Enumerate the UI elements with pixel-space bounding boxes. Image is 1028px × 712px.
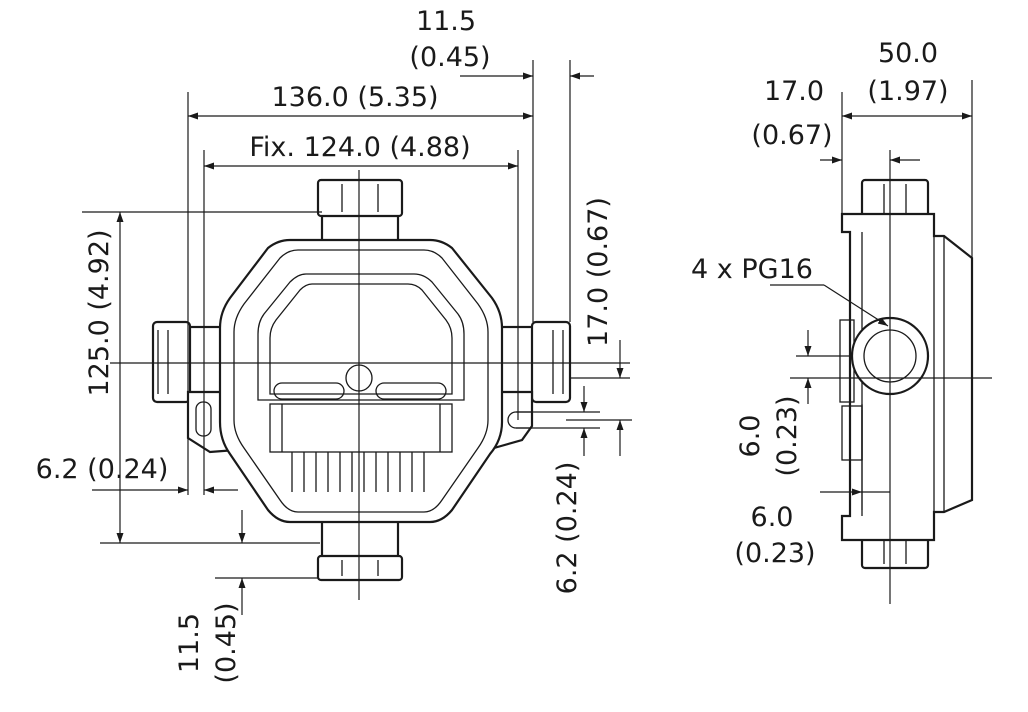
side-top-gland — [860, 178, 930, 218]
terminal-pins — [291, 452, 425, 492]
terminal-block — [269, 403, 453, 453]
dim-top-offset-value: 11.5 — [416, 6, 476, 37]
side-extension-lines — [796, 80, 973, 510]
dim-vertical-value: 6.0 — [735, 415, 766, 458]
front-view: 11.5 (0.45) 136.0 (5.35) Fix. 124.0 (4.8… — [36, 6, 632, 684]
dim-right-offset: 17.0 (0.67) — [583, 197, 614, 347]
gland-leader — [770, 284, 889, 327]
dim-fixing-width: Fix. 124.0 (4.88) — [249, 132, 470, 163]
side-view: 50.0 (1.97) 17.0 (0.67) 4 x PG16 6.0 (0.… — [691, 38, 992, 604]
dim-depth-value: 50.0 — [878, 38, 938, 69]
right-cable-gland — [494, 320, 572, 404]
dim-horizontal-inch: (0.23) — [734, 538, 815, 569]
housing-body — [218, 238, 504, 524]
front-dimension-labels: 11.5 (0.45) 136.0 (5.35) Fix. 124.0 (4.8… — [36, 6, 614, 684]
gland-label: 4 x PG16 — [691, 254, 813, 285]
dim-gland-offset-inch: (0.67) — [751, 120, 832, 151]
side-centre-lines — [790, 150, 992, 604]
dim-overall-width: 136.0 (5.35) — [271, 82, 438, 113]
front-dimension-lines — [92, 72, 624, 615]
dim-top-offset-inch: (0.45) — [409, 42, 490, 73]
right-mounting-lug — [493, 390, 534, 450]
dim-right-hole: 6.2 (0.24) — [552, 462, 583, 595]
housing-lid — [257, 273, 465, 401]
dim-gland-offset-value: 17.0 — [764, 76, 824, 107]
dim-left-hole: 6.2 (0.24) — [36, 454, 169, 485]
left-cable-gland — [151, 320, 226, 404]
bottom-cable-gland — [316, 518, 404, 582]
front-centre-lines — [110, 170, 630, 600]
dim-bottom-offset-inch: (0.45) — [211, 602, 242, 683]
front-extension-lines — [82, 60, 632, 579]
side-dimension-labels: 50.0 (1.97) 17.0 (0.67) 4 x PG16 6.0 (0.… — [691, 38, 949, 569]
dim-height: 125.0 (4.92) — [84, 229, 115, 396]
dim-vertical-inch: (0.23) — [772, 395, 803, 476]
dim-depth-inch: (1.97) — [867, 76, 948, 107]
dim-bottom-offset-value: 11.5 — [174, 613, 205, 673]
dim-horizontal-value: 6.0 — [751, 502, 794, 533]
side-dimension-lines — [804, 112, 972, 496]
